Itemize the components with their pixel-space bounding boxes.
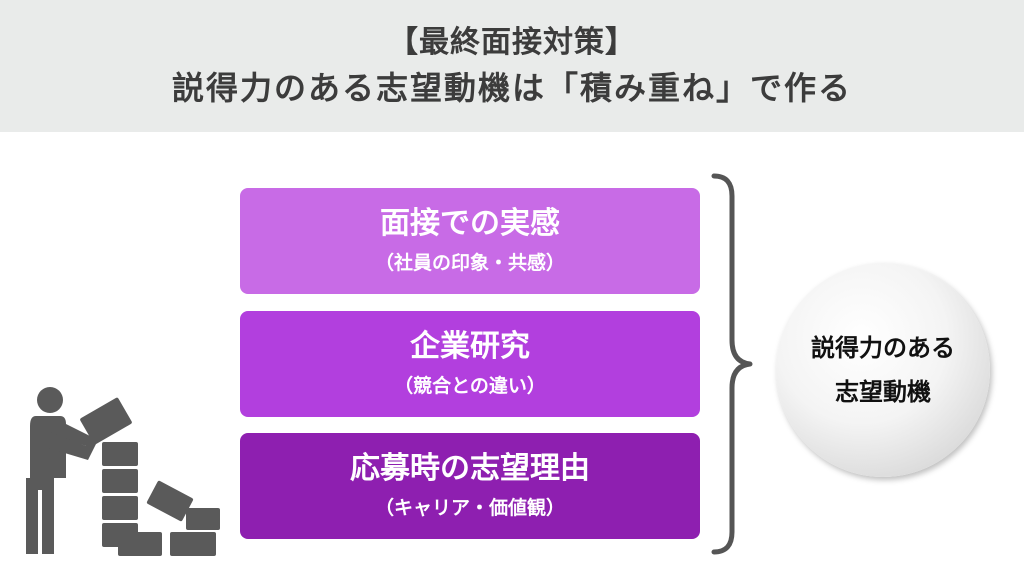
block-title: 応募時の志望理由 [350, 451, 590, 486]
block-application-reason: 応募時の志望理由 （キャリア・価値観） [240, 433, 700, 539]
title-line-1: 【最終面接対策】 [388, 25, 636, 60]
block-title: 面接での実感 [380, 206, 560, 241]
block-interview-impression: 面接での実感 （社員の印象・共感） [240, 188, 700, 294]
curly-brace-icon [711, 173, 753, 555]
block-subtitle: （社員の印象・共感） [374, 252, 565, 274]
block-subtitle: （キャリア・価値観） [374, 497, 565, 519]
block-title: 企業研究 [410, 329, 530, 364]
result-line-1: 説得力のある [811, 334, 955, 362]
block-subtitle: （競合との違い） [394, 375, 546, 397]
person-stacking-blocks-icon [26, 387, 220, 556]
title-line-2: 説得力のある志望動機は「積み重ね」で作る [171, 69, 852, 107]
result-circle: 説得力のある 志望動機 [776, 263, 990, 477]
result-line-2: 志望動機 [835, 378, 931, 406]
block-company-research: 企業研究 （競合との違い） [240, 311, 700, 417]
header-banner: 【最終面接対策】 説得力のある志望動機は「積み重ね」で作る [0, 0, 1024, 132]
